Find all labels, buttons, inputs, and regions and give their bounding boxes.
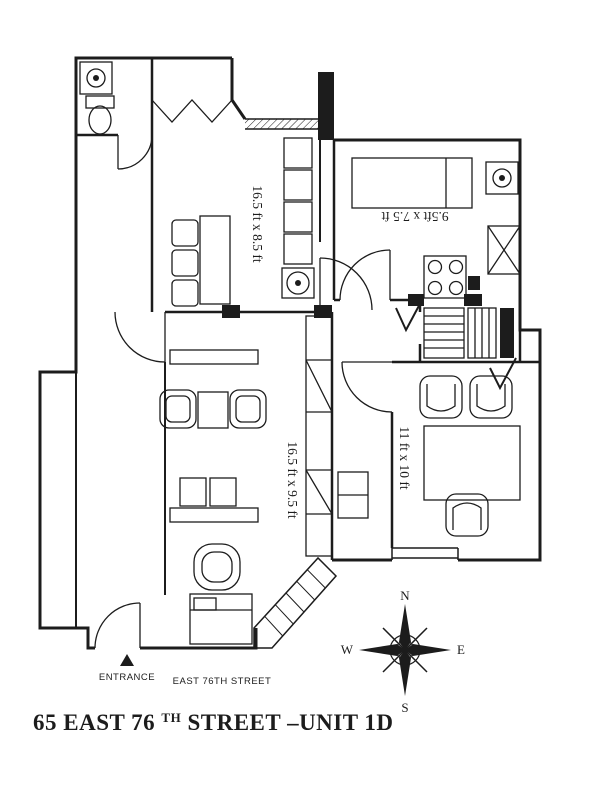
room-label-bedroom: 9.5ft x 7.5 ft xyxy=(381,209,448,224)
counter-unit xyxy=(283,201,313,233)
check-mark xyxy=(489,357,517,391)
compass-south-point xyxy=(399,650,411,696)
bifold-closet-doors xyxy=(151,99,233,123)
compass-rose: N E S W xyxy=(341,588,465,715)
counter-unit xyxy=(283,169,313,201)
room-label-living: 16.5 ft x 9.5 ft xyxy=(285,441,300,518)
room-label-den: 11 ft x 10 ft xyxy=(397,426,412,489)
kitchen-fixtures xyxy=(423,255,514,359)
kitchen-sink xyxy=(281,267,315,299)
compass-east-point xyxy=(405,644,451,656)
windows xyxy=(245,118,459,560)
built-in-counter xyxy=(169,349,259,365)
check-mark xyxy=(395,299,423,333)
compass-east-label: E xyxy=(457,642,465,657)
desk-chair xyxy=(179,477,207,507)
compass-west-point xyxy=(359,644,405,656)
bathroom-door-arc xyxy=(117,134,153,170)
armchair xyxy=(469,375,513,419)
sofa-pillow xyxy=(193,597,217,611)
bedroom-furniture xyxy=(351,157,521,391)
window-top xyxy=(245,118,318,130)
bed xyxy=(351,157,473,209)
compass-north-label: N xyxy=(400,588,410,603)
dining-chair xyxy=(171,249,199,277)
round-chair xyxy=(193,543,241,591)
plan-title-prefix: 65 EAST 76 xyxy=(33,710,155,735)
desk-chair xyxy=(209,477,237,507)
dining-furniture xyxy=(171,137,315,307)
dining-hall-door-arc xyxy=(319,257,373,311)
room-label-dining: 16.5 ft x 8.5 ft xyxy=(250,185,265,262)
plan-title: 65 EAST 76 TH STREET –UNIT 1D xyxy=(33,702,394,735)
entry-door-arc xyxy=(94,602,141,649)
bathroom-fixtures xyxy=(79,61,115,135)
bedroom-door-arc xyxy=(339,249,391,301)
compass-north-point xyxy=(399,604,411,650)
den-furniture xyxy=(419,375,521,537)
sofa xyxy=(189,593,253,645)
compass-west-label: W xyxy=(341,642,354,657)
toilet xyxy=(88,105,112,135)
entrance-label: ENTRANCE xyxy=(99,672,155,683)
side-chair xyxy=(159,389,197,429)
stove xyxy=(423,255,467,299)
den-door-arc xyxy=(341,361,393,413)
dining-chair xyxy=(171,219,199,247)
armchair xyxy=(445,493,489,537)
bathroom-sink xyxy=(79,61,113,95)
exterior-walls xyxy=(38,56,542,650)
chimney-wall xyxy=(318,72,334,140)
entrance-arrow-icon xyxy=(120,654,134,666)
stair-detail xyxy=(253,556,338,649)
doors xyxy=(94,99,393,649)
armchair xyxy=(419,375,463,419)
desk xyxy=(169,507,259,523)
counter-unit xyxy=(283,137,313,169)
compass-south-label: S xyxy=(401,700,408,715)
living-room-furniture xyxy=(159,315,369,645)
dining-table xyxy=(199,215,231,305)
side-chair xyxy=(229,389,267,429)
street-label: EAST 76TH STREET xyxy=(173,676,272,687)
den-table xyxy=(423,425,521,501)
refrigerator xyxy=(423,307,465,359)
closet-strip xyxy=(305,315,333,557)
counter-unit xyxy=(283,233,313,265)
bedroom-closet xyxy=(487,225,521,275)
plan-title-suffix: STREET –UNIT 1D xyxy=(187,710,393,735)
window-den-south xyxy=(391,547,459,560)
interior-walls xyxy=(75,58,540,628)
plan-title-superscript: TH xyxy=(161,710,181,725)
game-table xyxy=(197,391,229,429)
nightstand xyxy=(485,161,519,195)
hall-door-arc xyxy=(114,311,166,363)
dining-chair xyxy=(171,279,199,307)
toilet-tank xyxy=(85,95,115,109)
